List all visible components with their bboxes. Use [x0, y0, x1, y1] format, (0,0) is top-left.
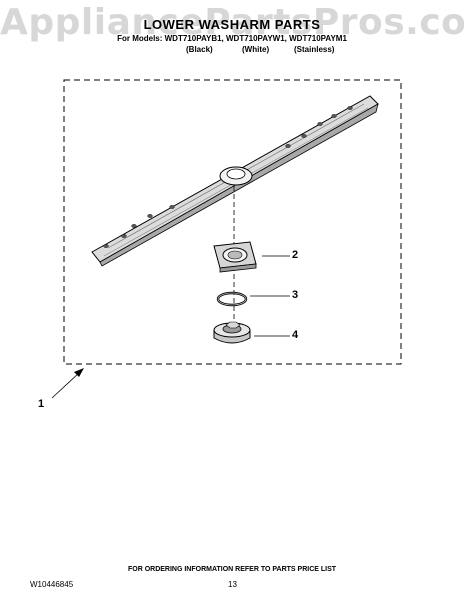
callout-2: 2: [292, 249, 299, 261]
callout-4: 4: [292, 329, 299, 341]
ordering-note: FOR ORDERING INFORMATION REFER TO PARTS …: [127, 566, 337, 573]
page-number: 13: [228, 580, 237, 589]
model-list: For Models: WDT710PAYB1, WDT710PAYW1, WD…: [117, 34, 347, 43]
wash-arm-nut: [213, 321, 251, 344]
page-title: LOWER WASHARM PARTS: [143, 17, 321, 32]
variant-stainless: (Stainless): [294, 45, 335, 54]
callout-3: 3: [292, 289, 299, 301]
o-ring: [216, 291, 248, 307]
document-number: W10446845: [30, 580, 74, 589]
lower-wash-arm: [91, 95, 379, 267]
assembly-boundary: [63, 79, 402, 365]
leader-arrow-1: [51, 368, 84, 399]
watermark-text: AppliancePartsPros.com: [0, 2, 464, 43]
mounting-flange: [213, 241, 257, 273]
variant-black: (Black): [186, 45, 213, 54]
variant-white: (White): [242, 45, 270, 54]
callout-1: 1: [38, 398, 45, 410]
